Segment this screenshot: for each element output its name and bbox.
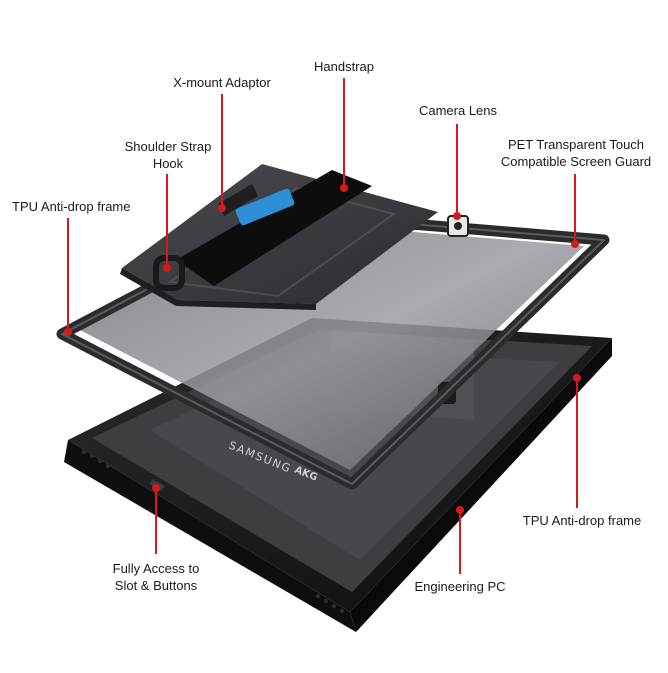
speaker-holes-bottom [315,593,345,614]
label-camera-lens: Camera Lens [418,103,498,118]
label-engineering-pc: Engineering PC [414,579,506,594]
leader-lines [64,78,581,574]
label-x-mount-adaptor: X-mount Adaptor [173,75,271,90]
label-shoulder-strap-line1: Shoulder Strap [124,139,212,154]
adaptor-plate-edge [120,268,316,310]
shoulder-strap-hook [153,255,185,291]
label-fully-access-line1: Fully Access to [112,561,200,576]
label-tpu-frame-top: TPU Anti-drop frame [12,199,131,214]
label-handstrap: Handstrap [314,59,374,74]
label-fully-access: Fully Access to Slot & Buttons [100,560,212,594]
back-shell-side [64,440,356,632]
label-pet-guard-line1: PET Transparent Touch [507,137,645,152]
label-tpu-frame-bottom: TPU Anti-drop frame [522,513,642,528]
camera-lens-dot [454,222,462,230]
label-pet-guard-line2: Compatible Screen Guard [500,154,652,169]
handstrap [176,170,372,286]
label-shoulder-strap-hook: Shoulder Strap Hook [112,138,224,172]
x-mount-adaptor [120,164,438,310]
speaker-holes-left [81,449,111,469]
back-shell-side-right [350,338,612,632]
label-fully-access-line2: Slot & Buttons [114,578,198,593]
label-pet-screen-guard: PET Transparent Touch Compatible Screen … [494,136,658,170]
strap-tag [235,188,295,226]
handstrap-band [218,184,258,216]
label-shoulder-strap-line2: Hook [152,156,184,171]
